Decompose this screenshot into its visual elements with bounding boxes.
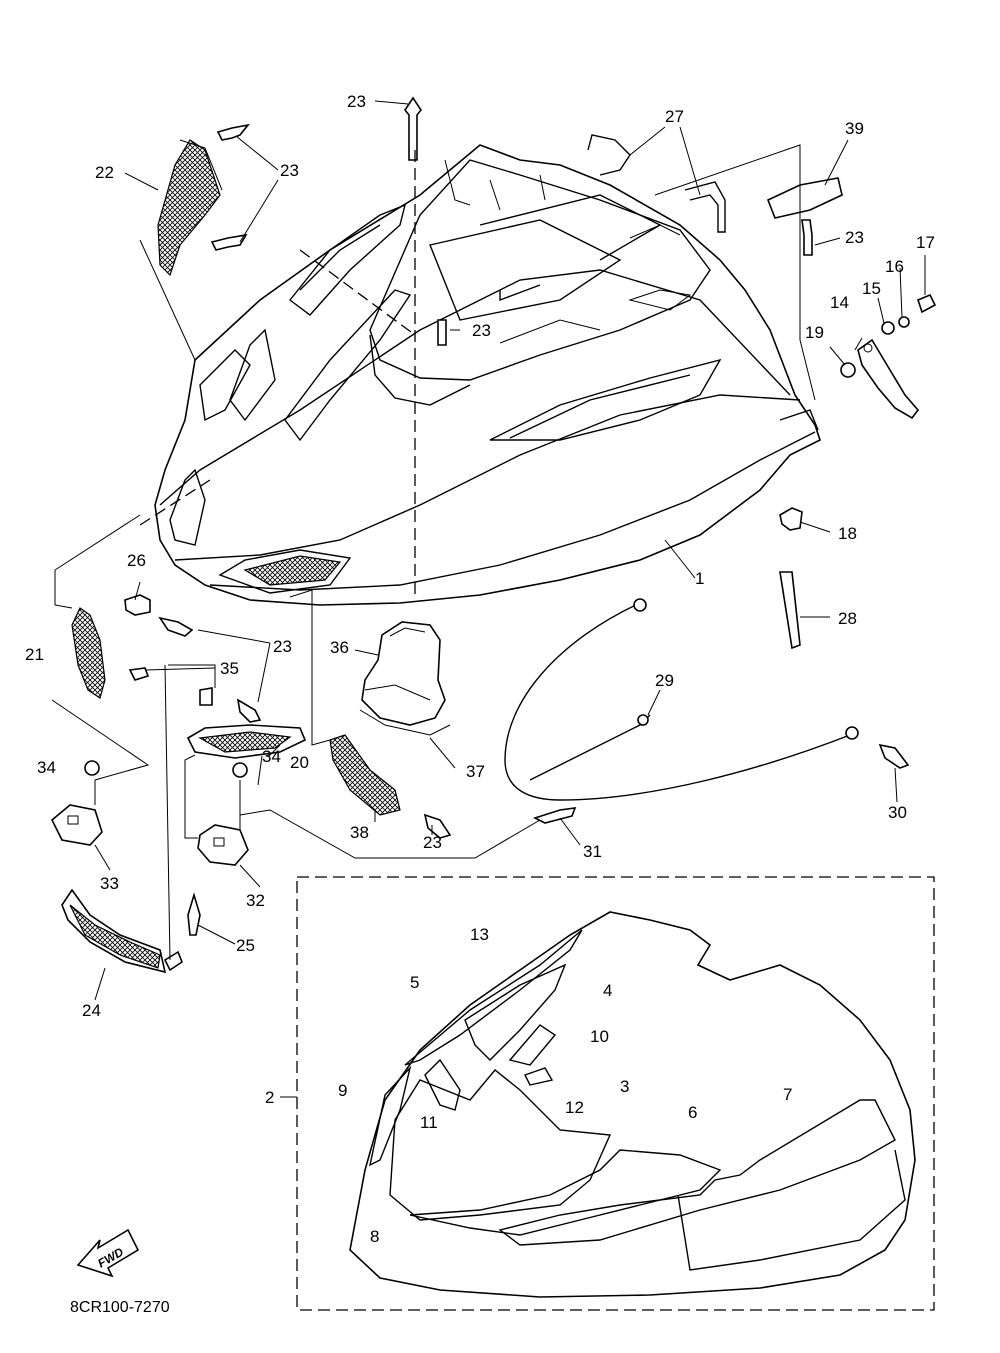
callout-34-b: 34 (262, 747, 281, 766)
callout-23-e: 23 (273, 637, 292, 656)
cover-38 (329, 734, 401, 816)
callout-37: 37 (466, 762, 485, 781)
callout-35: 35 (220, 659, 239, 678)
callout-1: 1 (695, 569, 704, 588)
callout-36: 36 (330, 638, 349, 657)
bracket-33 (51, 804, 103, 846)
callout-21: 21 (25, 645, 44, 664)
vent-20 (186, 724, 307, 759)
grille-21 (71, 607, 106, 699)
callout-13: 13 (470, 925, 489, 944)
callout-8: 8 (370, 1227, 379, 1246)
callout-25: 25 (236, 936, 255, 955)
plate-39 (766, 177, 843, 219)
bracket-32 (197, 824, 249, 866)
callout-9: 9 (338, 1081, 347, 1100)
callout-23-d: 23 (472, 321, 491, 340)
callout-31: 31 (583, 842, 602, 861)
callout-19: 19 (805, 323, 824, 342)
strap-14 (857, 338, 920, 420)
callout-22: 22 (95, 163, 114, 182)
callout-3: 3 (620, 1077, 629, 1096)
callout-24: 24 (82, 1001, 101, 1020)
callout-10: 10 (590, 1027, 609, 1046)
decal-inset (280, 876, 935, 1311)
callout-23-b: 23 (280, 161, 299, 180)
leader-lines (51, 100, 926, 1001)
callout-26: 26 (127, 551, 146, 570)
screen-22 (157, 139, 223, 277)
callout-27: 27 (665, 107, 684, 126)
cables (504, 598, 859, 824)
callout-38: 38 (350, 823, 369, 842)
callout-20: 20 (290, 753, 309, 772)
callout-18: 18 (838, 524, 857, 543)
callout-14: 14 (830, 293, 849, 312)
callout-28: 28 (838, 609, 857, 628)
hood-assembly (154, 144, 821, 606)
duct-36 (359, 621, 451, 736)
callout-5: 5 (410, 973, 419, 992)
callout-6: 6 (688, 1103, 697, 1122)
callout-16: 16 (885, 257, 904, 276)
callout-11: 11 (420, 1113, 438, 1132)
callout-23: 23 (347, 92, 366, 111)
callout-17: 17 (916, 233, 935, 252)
callout-15: 15 (862, 279, 881, 298)
callout-39: 39 (845, 119, 864, 138)
callout-2: 2 (265, 1088, 274, 1107)
handles-27 (587, 134, 726, 233)
callout-32: 32 (246, 891, 265, 910)
fwd-arrow: FWD (76, 1228, 140, 1278)
callout-30: 30 (888, 803, 907, 822)
vent-24 (61, 888, 167, 974)
callout-34: 34 (37, 758, 56, 777)
drawing-code: 8CR100-7270 (70, 1299, 170, 1316)
callout-23-c: 23 (845, 228, 864, 247)
callout-12: 12 (565, 1098, 584, 1117)
callout-23-f: 23 (423, 833, 442, 852)
callout-7: 7 (783, 1085, 792, 1104)
hardware (84, 96, 937, 972)
callout-labels: 1 2 3 4 5 6 7 8 9 10 11 12 13 14 15 16 1… (25, 92, 935, 1246)
callout-4: 4 (603, 981, 612, 1000)
callout-33: 33 (100, 874, 119, 893)
callout-29: 29 (655, 671, 674, 690)
